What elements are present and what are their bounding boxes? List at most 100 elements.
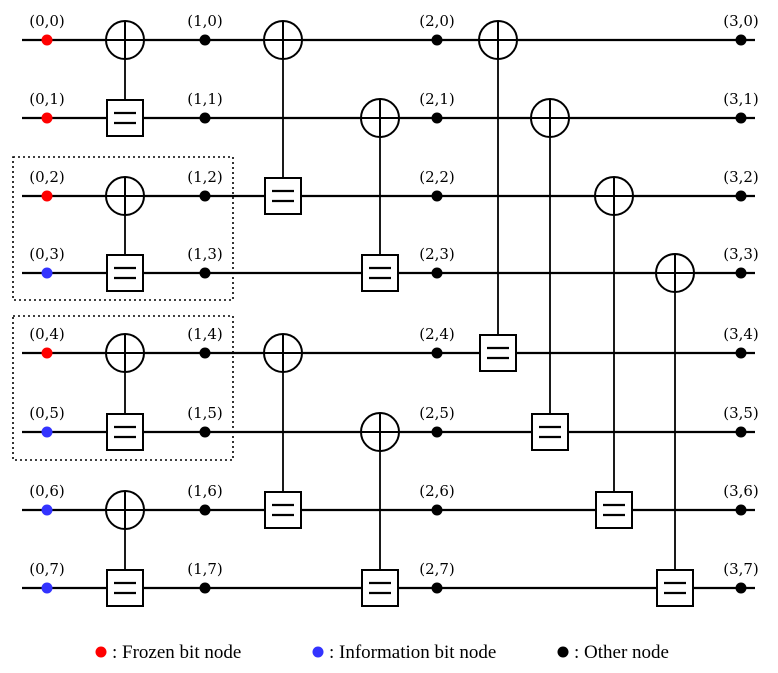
information-node: [41, 582, 53, 594]
information-node: [41, 504, 53, 516]
other-node: [431, 347, 443, 359]
node-label: (2,7): [419, 560, 455, 578]
legend-frozen-label: : Frozen bit node: [112, 642, 241, 663]
dashed-group-box-rows-4-5: [12, 315, 234, 461]
other-node: [199, 190, 211, 202]
other-node: [431, 582, 443, 594]
node-label: (3,4): [723, 325, 759, 343]
other-node: [199, 504, 211, 516]
legend-other-marker: [557, 646, 569, 658]
other-node: [735, 190, 747, 202]
node-label: (1,2): [187, 168, 223, 186]
equality-gate-icon: [264, 177, 302, 215]
node-label: (0,3): [29, 245, 65, 263]
node-label: (0,6): [29, 482, 65, 500]
xor-gate-icon: [105, 490, 145, 530]
node-label: (2,5): [419, 404, 455, 422]
node-label: (1,1): [187, 90, 223, 108]
node-label: (0,7): [29, 560, 65, 578]
xor-gate-icon: [105, 20, 145, 60]
node-label: (3,3): [723, 245, 759, 263]
frozen-node: [41, 347, 53, 359]
other-node: [199, 426, 211, 438]
node-label: (3,7): [723, 560, 759, 578]
node-label: (1,4): [187, 325, 223, 343]
node-label: (3,5): [723, 404, 759, 422]
other-node: [431, 426, 443, 438]
legend-information-marker: [312, 646, 324, 658]
other-node: [735, 267, 747, 279]
node-label: (2,4): [419, 325, 455, 343]
equality-gate-icon: [361, 569, 399, 607]
equality-gate-icon: [106, 413, 144, 451]
dashed-group-boxes: [12, 156, 234, 461]
equality-gate-icon: [264, 491, 302, 529]
equality-gate-icon: [106, 569, 144, 607]
node-label: (0,4): [29, 325, 65, 343]
other-node: [735, 347, 747, 359]
other-node: [431, 34, 443, 46]
other-node: [735, 112, 747, 124]
equality-gate-icon: [656, 569, 694, 607]
gates: [105, 20, 695, 607]
equality-gate-icon: [106, 99, 144, 137]
node-label: (2,0): [419, 12, 455, 30]
legend-information-label: : Information bit node: [329, 642, 496, 663]
node-label: (1,3): [187, 245, 223, 263]
xor-gate-icon: [105, 176, 145, 216]
node-label: (2,6): [419, 482, 455, 500]
node-label: (0,0): [29, 12, 65, 30]
equality-gate-icon: [531, 413, 569, 451]
legend-other-label: : Other node: [574, 642, 669, 663]
xor-gate-icon: [594, 176, 634, 216]
node-label: (1,5): [187, 404, 223, 422]
other-node: [431, 190, 443, 202]
frozen-node: [41, 190, 53, 202]
node-label: (0,5): [29, 404, 65, 422]
other-node: [199, 347, 211, 359]
equality-gate-icon: [106, 254, 144, 292]
dashed-group-box-rows-2-3: [12, 156, 234, 301]
xor-gate-icon: [263, 20, 303, 60]
other-node: [431, 504, 443, 516]
information-node: [41, 426, 53, 438]
node-label: (0,2): [29, 168, 65, 186]
xor-gate-icon: [360, 412, 400, 452]
frozen-node: [41, 112, 53, 124]
node-label: (2,2): [419, 168, 455, 186]
other-node: [431, 112, 443, 124]
node-labels: (0,0) (0,1) (0,2) (0,3) (0,4) (0,5) (0,6) (0,7)…: [29, 12, 759, 578]
other-node: [735, 426, 747, 438]
other-node: [199, 34, 211, 46]
nodes: [41, 34, 747, 594]
node-label: (3,0): [723, 12, 759, 30]
node-label: (3,1): [723, 90, 759, 108]
node-label: (2,1): [419, 90, 455, 108]
xor-gate-icon: [478, 20, 518, 60]
node-label: (3,6): [723, 482, 759, 500]
other-node: [431, 267, 443, 279]
legend-frozen-marker: [95, 646, 107, 658]
other-node: [735, 34, 747, 46]
node-label: (2,3): [419, 245, 455, 263]
other-node: [735, 504, 747, 516]
other-node: [199, 267, 211, 279]
xor-gate-icon: [263, 333, 303, 373]
legend: : Frozen bit node : Information bit node:…: [95, 642, 669, 663]
xor-gate-icon: [655, 253, 695, 293]
information-node: [41, 267, 53, 279]
other-node: [735, 582, 747, 594]
equality-gate-icon: [479, 334, 517, 372]
equality-gate-icon: [361, 254, 399, 292]
xor-gate-icon: [360, 98, 400, 138]
node-label: (1,7): [187, 560, 223, 578]
other-node: [199, 112, 211, 124]
node-label: (1,0): [187, 12, 223, 30]
node-label: (1,6): [187, 482, 223, 500]
equality-gate-icon: [595, 491, 633, 529]
node-label: (0,1): [29, 90, 65, 108]
other-node: [199, 582, 211, 594]
node-label: (3,2): [723, 168, 759, 186]
xor-gate-icon: [530, 98, 570, 138]
